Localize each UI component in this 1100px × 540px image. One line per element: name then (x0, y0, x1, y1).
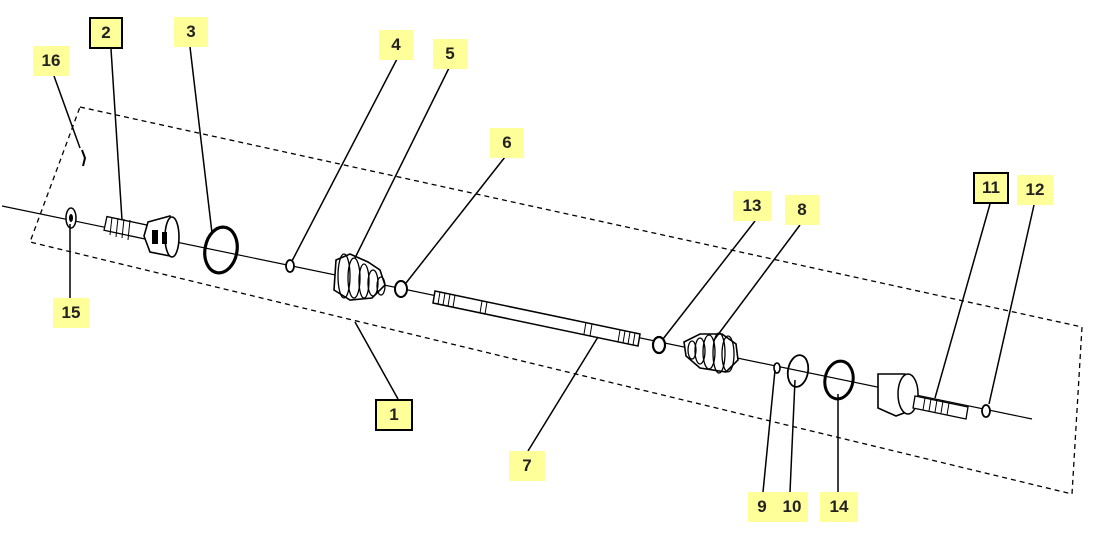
callout-label: 6 (502, 133, 512, 152)
part-large-ring (203, 225, 239, 275)
callout-label: 8 (797, 200, 807, 219)
callout-14: 14 (820, 492, 858, 522)
callout-10: 10 (776, 492, 808, 522)
callout-15: 15 (53, 298, 89, 328)
callout-label: 16 (41, 51, 61, 70)
callout-6: 6 (490, 128, 524, 158)
callout-9: 9 (748, 492, 776, 522)
part-ring (823, 359, 855, 401)
callout-label: 11 (982, 178, 1000, 197)
part-inner-cv-joint (877, 373, 969, 420)
callout-8: 8 (785, 195, 819, 225)
part-small-ring (651, 335, 667, 355)
callout-2: 2 (89, 17, 123, 49)
callout-12: 12 (1017, 175, 1053, 205)
callout-label: 5 (445, 44, 455, 63)
callout-label: 12 (1025, 180, 1045, 199)
callout-13: 13 (733, 191, 771, 221)
callout-label: 10 (782, 497, 802, 516)
callout-label: 7 (522, 456, 532, 475)
part-clip (81, 149, 87, 167)
callout-label: 14 (829, 497, 849, 516)
part-shaft (432, 290, 641, 347)
callout-label: 13 (742, 196, 762, 215)
callout-4: 4 (379, 30, 413, 60)
callout-label: 4 (391, 35, 401, 54)
callout-1: 1 (375, 399, 413, 431)
part-inner-boot (683, 332, 739, 374)
callout-5: 5 (433, 39, 467, 69)
callout-label: 1 (389, 405, 399, 424)
callout-label: 3 (186, 22, 196, 41)
part-small-ring (981, 404, 991, 418)
leader-lines (53, 46, 1035, 493)
assembly-boundary (29, 106, 1083, 495)
callout-label: 15 (61, 303, 81, 322)
callout-16: 16 (33, 46, 69, 76)
callout-label: 9 (757, 497, 767, 516)
part-outer-boot (333, 253, 386, 301)
part-small-ring (394, 280, 408, 298)
callout-3: 3 (174, 17, 208, 47)
callout-7: 7 (509, 451, 545, 481)
part-small-ring (285, 259, 295, 273)
part-outer-cv-joint (103, 215, 180, 258)
callout-11: 11 (973, 172, 1009, 204)
callout-label: 2 (101, 23, 111, 42)
part-washer-nut (65, 207, 77, 229)
